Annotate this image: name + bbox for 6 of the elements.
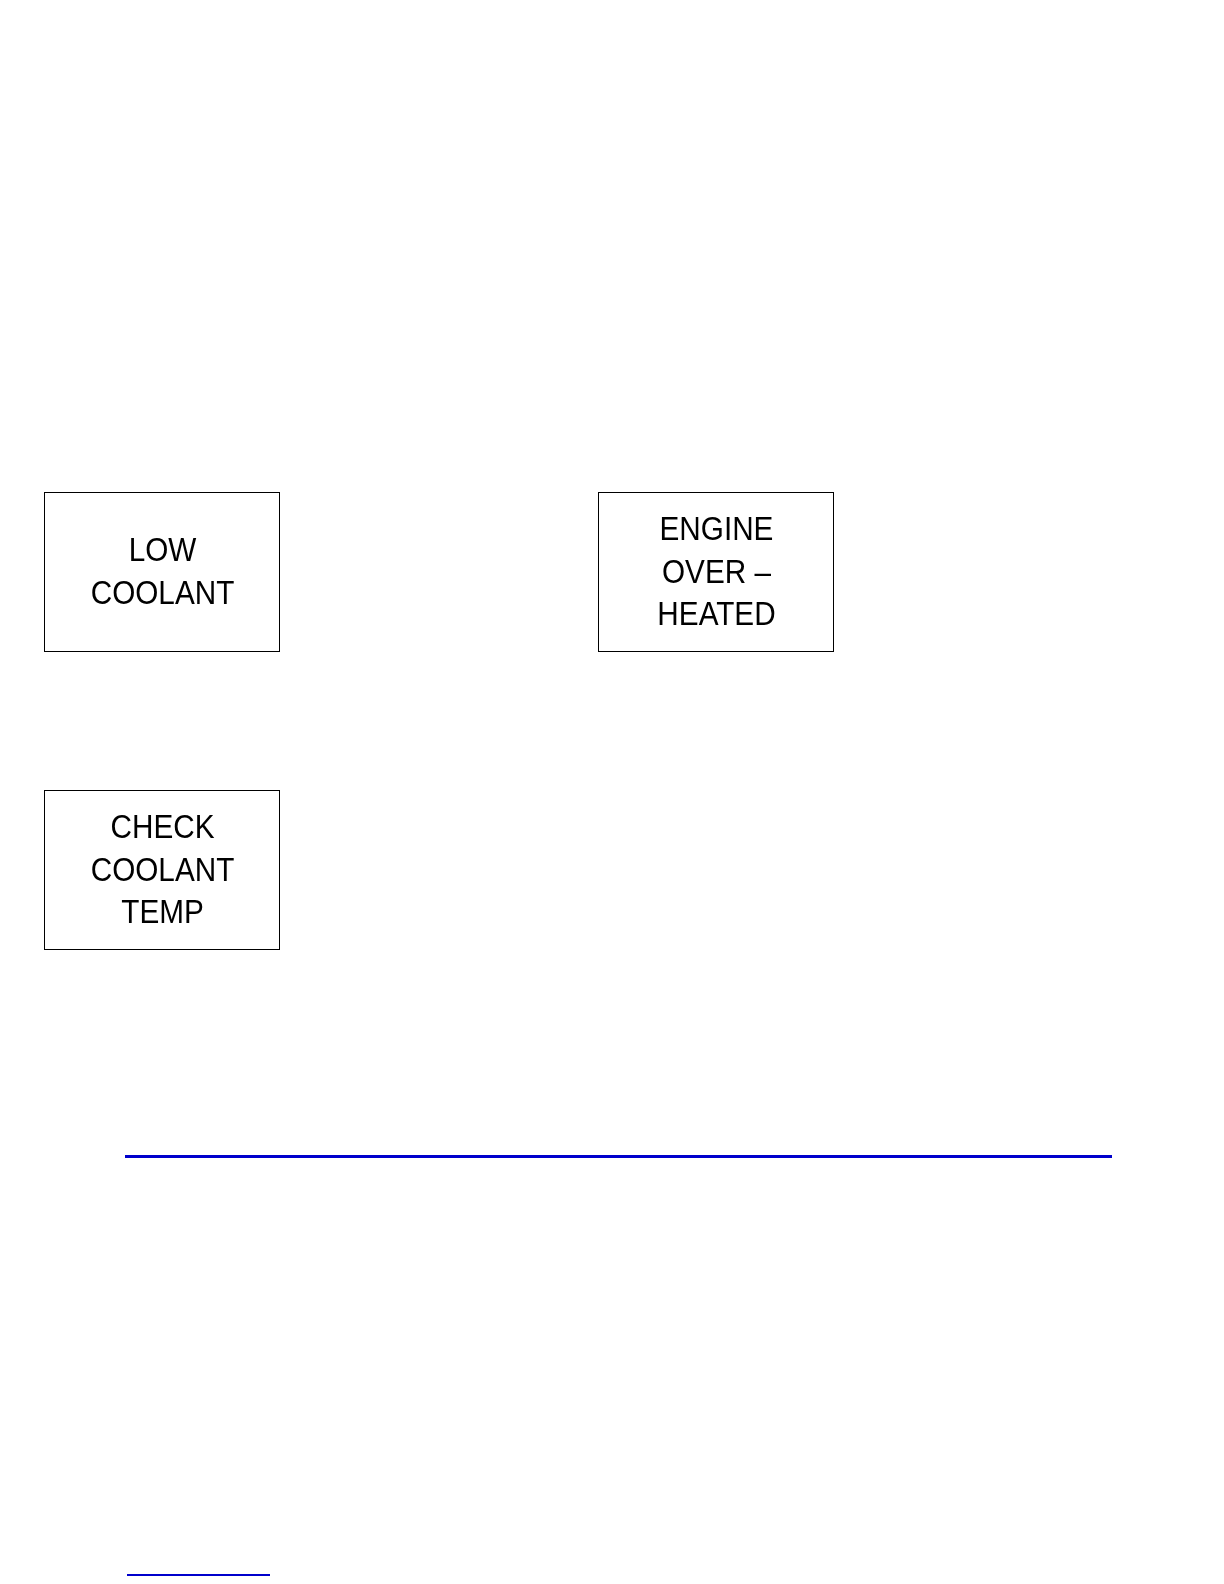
warning-message-box	[44, 492, 280, 652]
message-text: LOW COOLANT	[89, 530, 235, 613]
message-text: CHECK COOLANT TEMP	[89, 806, 235, 933]
message-text: ENGINE OVER – HEATED	[655, 508, 777, 635]
warning-message-box	[44, 790, 280, 950]
warning-message-box	[598, 492, 834, 652]
